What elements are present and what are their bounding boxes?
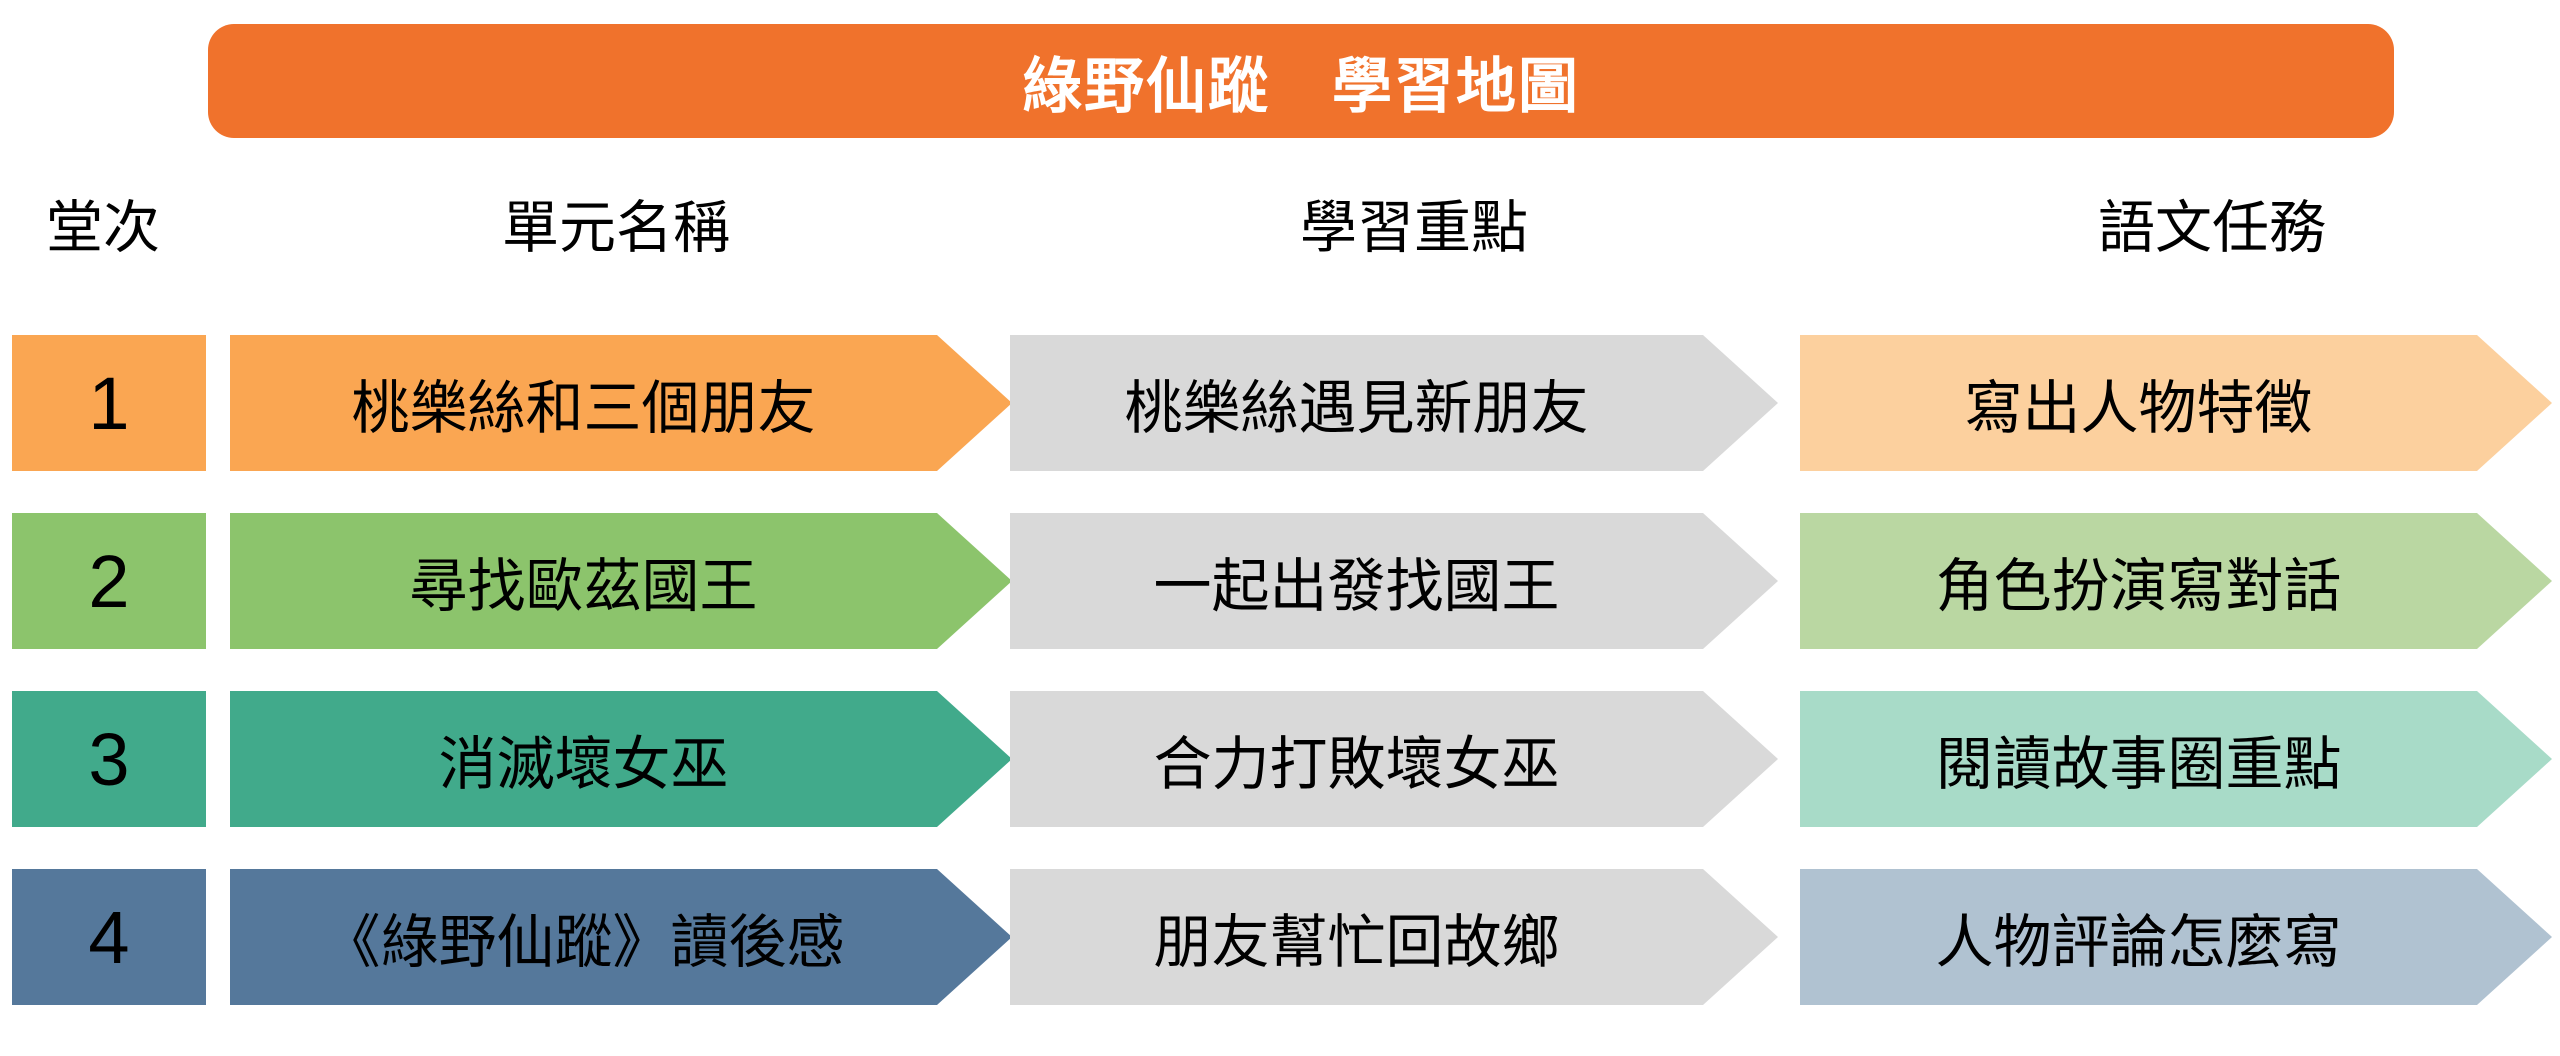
lesson-row: 2 尋找歐茲國王 一起出發找國王 角色扮演寫對話 bbox=[0, 513, 2560, 649]
page-title: 綠野仙蹤 學習地圖 bbox=[1022, 52, 1580, 120]
lesson-row: 1 桃樂絲和三個朋友 桃樂絲遇見新朋友 寫出人物特徵 bbox=[0, 335, 2560, 471]
session-number-box: 2 bbox=[12, 513, 206, 649]
column-header-session: 堂次 bbox=[46, 196, 160, 260]
session-number-box: 3 bbox=[12, 691, 206, 827]
language-task-label: 人物評論怎麼寫 bbox=[1935, 910, 2342, 975]
lesson-row: 4 《綠野仙蹤》讀後感 朋友幫忙回故鄉 人物評論怎麼寫 bbox=[0, 869, 2560, 1005]
column-header-focus: 學習重點 bbox=[1300, 196, 1528, 260]
unit-name-label: 桃樂絲和三個朋友 bbox=[351, 376, 816, 441]
learning-focus-arrow: 朋友幫忙回故鄉 bbox=[1010, 869, 1778, 1005]
unit-name-label: 《綠野仙蹤》讀後感 bbox=[322, 910, 845, 975]
language-task-arrow: 人物評論怎麼寫 bbox=[1800, 869, 2552, 1005]
language-task-arrow: 寫出人物特徵 bbox=[1800, 335, 2552, 471]
learning-focus-label: 一起出發找國王 bbox=[1153, 554, 1560, 619]
session-number: 4 bbox=[88, 895, 130, 979]
language-task-arrow: 角色扮演寫對話 bbox=[1800, 513, 2552, 649]
unit-name-label: 消滅壞女巫 bbox=[438, 732, 729, 797]
unit-name-arrow: 桃樂絲和三個朋友 bbox=[230, 335, 1012, 471]
title-banner: 綠野仙蹤 學習地圖 bbox=[208, 24, 2394, 138]
learning-focus-arrow: 合力打敗壞女巫 bbox=[1010, 691, 1778, 827]
unit-name-label: 尋找歐茲國王 bbox=[409, 554, 758, 619]
column-header-unit: 單元名稱 bbox=[502, 196, 730, 260]
session-number: 3 bbox=[88, 717, 130, 801]
session-number-box: 1 bbox=[12, 335, 206, 471]
learning-focus-label: 朋友幫忙回故鄉 bbox=[1153, 910, 1560, 975]
language-task-label: 寫出人物特徵 bbox=[1964, 376, 2313, 441]
unit-name-arrow: 消滅壞女巫 bbox=[230, 691, 1012, 827]
session-number-box: 4 bbox=[12, 869, 206, 1005]
learning-focus-label: 桃樂絲遇見新朋友 bbox=[1124, 376, 1589, 441]
learning-focus-arrow: 桃樂絲遇見新朋友 bbox=[1010, 335, 1778, 471]
unit-name-arrow: 尋找歐茲國王 bbox=[230, 513, 1012, 649]
lesson-row: 3 消滅壞女巫 合力打敗壞女巫 閱讀故事圈重點 bbox=[0, 691, 2560, 827]
unit-name-arrow: 《綠野仙蹤》讀後感 bbox=[230, 869, 1012, 1005]
language-task-label: 角色扮演寫對話 bbox=[1935, 554, 2342, 619]
column-header-task: 語文任務 bbox=[2098, 196, 2326, 260]
learning-focus-label: 合力打敗壞女巫 bbox=[1153, 732, 1560, 797]
learning-focus-arrow: 一起出發找國王 bbox=[1010, 513, 1778, 649]
session-number: 1 bbox=[88, 361, 130, 445]
language-task-arrow: 閱讀故事圈重點 bbox=[1800, 691, 2552, 827]
language-task-label: 閱讀故事圈重點 bbox=[1935, 732, 2342, 797]
session-number: 2 bbox=[88, 539, 130, 623]
